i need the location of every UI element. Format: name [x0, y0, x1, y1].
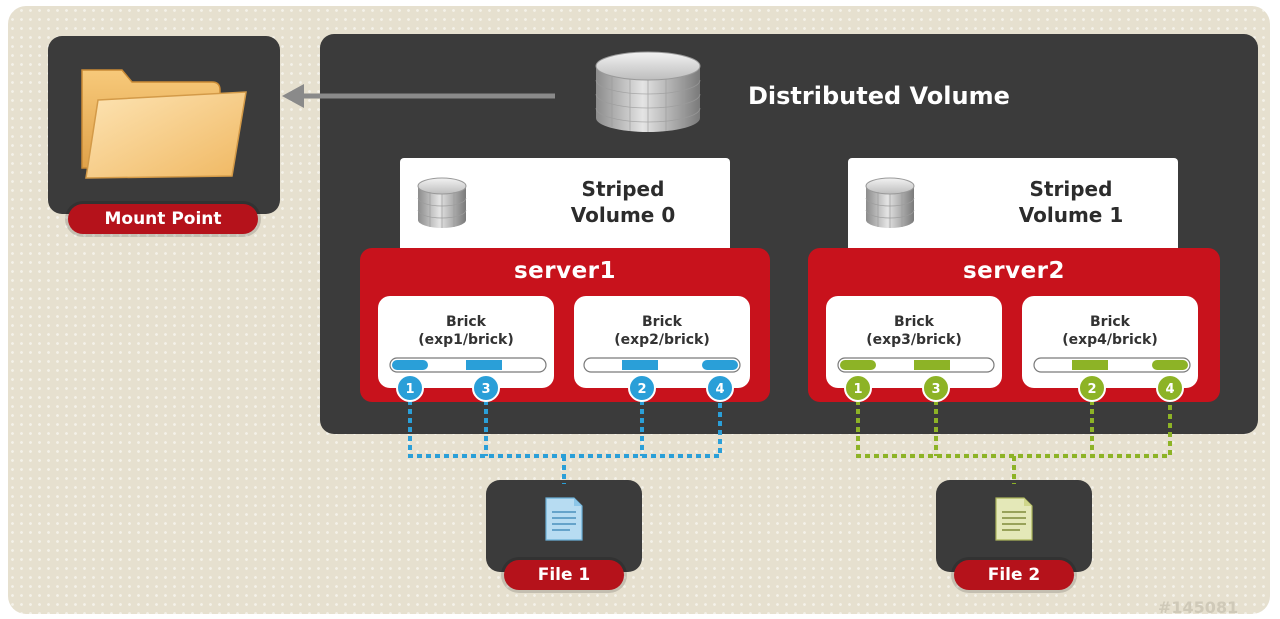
brick-path: (exp4/brick) — [1062, 332, 1158, 348]
brick-exp4: Brick (exp4/brick) — [1022, 296, 1198, 388]
striped-volume-0-line2: Volume 0 — [570, 203, 676, 227]
server2-label: server2 — [962, 258, 1066, 284]
stripe-marker: 4 — [706, 374, 734, 402]
stripe-marker: 4 — [1156, 374, 1184, 402]
file1-connectors — [408, 400, 722, 484]
stripe-marker-label: 2 — [637, 382, 646, 397]
mount-arrow — [282, 84, 555, 108]
striped-volume-1-line1: Striped — [1029, 177, 1113, 201]
brick-exp1: Brick (exp1/brick) — [378, 296, 554, 388]
brick-exp1-stripe-bar — [389, 357, 547, 373]
striped-volume-0-title: Striped Volume 0 — [548, 176, 698, 228]
stripe-marker: 3 — [922, 374, 950, 402]
stripe-marker-label: 2 — [1087, 382, 1096, 397]
watermark-id: #145081 — [1158, 598, 1239, 617]
striped-volume-0-cylinder-icon — [417, 177, 467, 228]
folder-icon — [81, 69, 247, 179]
file2-connectors — [856, 400, 1172, 484]
stripe-marker: 3 — [472, 374, 500, 402]
stripe-marker-label: 1 — [405, 382, 414, 397]
file1-document-icon — [545, 497, 583, 541]
stripe-marker-label: 3 — [931, 382, 940, 397]
stripe-marker: 2 — [628, 374, 656, 402]
brick-path: (exp1/brick) — [418, 332, 514, 348]
stripe-marker-label: 4 — [1165, 382, 1174, 397]
brick-exp2: Brick (exp2/brick) — [574, 296, 750, 388]
brick-exp4-stripe-bar — [1033, 357, 1191, 373]
brick-exp2-stripe-bar — [583, 357, 741, 373]
file2-label: File 2 — [954, 560, 1074, 590]
brick-path: (exp2/brick) — [614, 332, 710, 348]
brick-path: (exp3/brick) — [866, 332, 962, 348]
brick-title: Brick — [642, 314, 682, 330]
server1-label: server1 — [513, 258, 617, 284]
striped-volume-1-cylinder-icon — [865, 177, 915, 228]
stripe-markers: 1 3 2 4 1 3 2 4 — [396, 374, 1184, 402]
stripe-marker-label: 1 — [853, 382, 862, 397]
striped-volume-1-title: Striped Volume 1 — [996, 176, 1146, 228]
brick-exp3-stripe-bar — [837, 357, 995, 373]
file1-label: File 1 — [504, 560, 624, 590]
brick-exp3: Brick (exp3/brick) — [826, 296, 1002, 388]
brick-title: Brick — [446, 314, 486, 330]
striped-volume-1-line2: Volume 1 — [1018, 203, 1124, 227]
stripe-marker-label: 4 — [715, 382, 724, 397]
brick-title: Brick — [894, 314, 934, 330]
striped-volume-0-line1: Striped — [581, 177, 665, 201]
mount-point-label: Mount Point — [68, 204, 258, 234]
stripe-marker-label: 3 — [481, 382, 490, 397]
stripe-marker: 2 — [1078, 374, 1106, 402]
distributed-volume-title: Distributed Volume — [748, 82, 1010, 110]
file2-document-icon — [995, 497, 1033, 541]
stripe-marker: 1 — [844, 374, 872, 402]
brick-title: Brick — [1090, 314, 1130, 330]
stripe-marker: 1 — [396, 374, 424, 402]
database-cylinder-icon — [595, 51, 701, 132]
